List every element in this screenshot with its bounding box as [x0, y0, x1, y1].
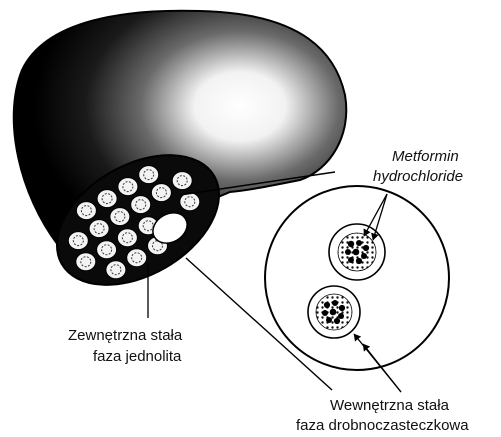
granule — [117, 229, 137, 247]
inner-phase-label-line2: faza drobnoczasteczkowa — [296, 417, 469, 435]
granule — [172, 172, 192, 190]
granule — [68, 232, 88, 250]
granule — [118, 178, 138, 196]
granule — [127, 249, 147, 267]
granule — [97, 190, 117, 208]
magnified-granule-upper — [329, 224, 385, 280]
granule — [97, 241, 117, 259]
inner-phase-label-line1: Wewnętrzna stała — [330, 397, 449, 415]
granule — [106, 261, 126, 279]
outer-phase-label-line1: Zewnętrzna stała — [68, 327, 182, 345]
granule — [110, 208, 130, 226]
drug-label-line2: hydrochloride — [373, 168, 463, 186]
outer-phase-label-line2: faza jednolita — [93, 348, 181, 366]
granule — [139, 166, 159, 184]
granule — [76, 253, 96, 271]
granule — [89, 220, 109, 238]
granule — [151, 184, 171, 202]
drug-label-line1: Metformin — [392, 148, 459, 166]
granule — [180, 193, 200, 211]
granule — [76, 202, 96, 220]
magnified-granule-lower — [308, 286, 360, 338]
granule — [131, 196, 151, 214]
